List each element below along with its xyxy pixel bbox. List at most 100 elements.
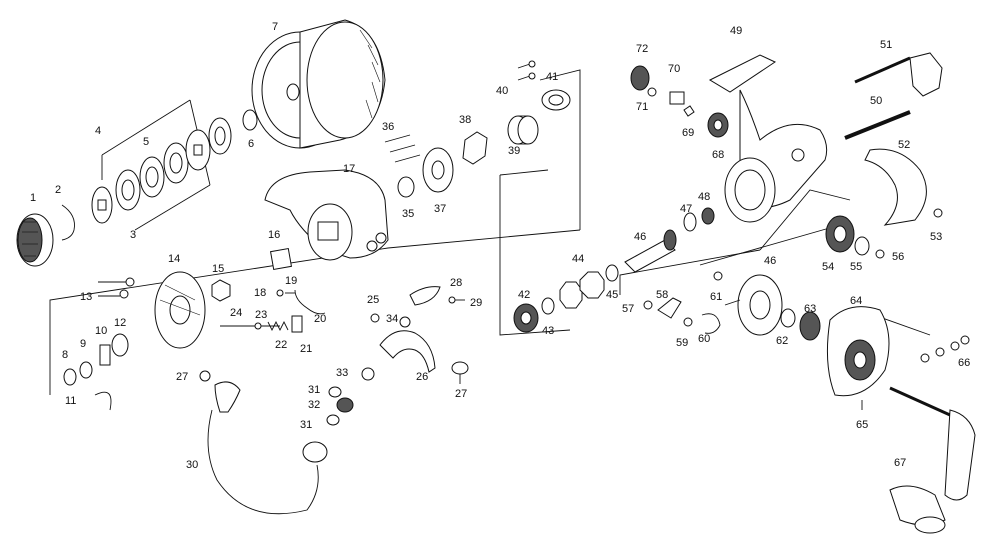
part-label-8: 8 bbox=[62, 349, 68, 361]
part-label-50: 50 bbox=[870, 95, 882, 107]
part-label-20: 20 bbox=[314, 313, 326, 325]
part-label-36: 36 bbox=[382, 121, 394, 133]
reel-body-part bbox=[708, 54, 828, 223]
part-label-39: 39 bbox=[508, 145, 520, 157]
part-label-48: 48 bbox=[698, 191, 710, 203]
part-label-22: 22 bbox=[275, 339, 287, 351]
part-label-71: 71 bbox=[636, 101, 648, 113]
side-cover-part bbox=[826, 306, 890, 397]
part-labels: 1 2 3 4 5 6 7 8 9 10 11 12 13 14 15 16 1… bbox=[30, 21, 970, 471]
part-label-25: 25 bbox=[367, 294, 379, 306]
part-label-55: 55 bbox=[850, 261, 862, 273]
part-label-27a: 27 bbox=[176, 371, 188, 383]
small-parts-left bbox=[63, 277, 135, 411]
part-label-52: 52 bbox=[898, 139, 910, 151]
part-label-9: 9 bbox=[80, 338, 86, 350]
part-label-43: 43 bbox=[542, 325, 554, 337]
handle-part bbox=[889, 386, 976, 534]
small-parts-right bbox=[643, 271, 723, 334]
part-label-33: 33 bbox=[336, 367, 348, 379]
part-label-56: 56 bbox=[892, 251, 904, 263]
part-label-54: 54 bbox=[822, 261, 834, 273]
part-label-17: 17 bbox=[343, 163, 355, 175]
part-label-46a: 46 bbox=[634, 231, 646, 243]
part-label-4: 4 bbox=[95, 125, 101, 137]
part-label-35: 35 bbox=[402, 208, 414, 220]
part-label-19: 19 bbox=[285, 275, 297, 287]
bearing-47 bbox=[683, 212, 697, 232]
part-label-5: 5 bbox=[143, 136, 149, 148]
screws-66 bbox=[920, 335, 970, 363]
part-label-37: 37 bbox=[434, 203, 446, 215]
part-label-26: 26 bbox=[416, 371, 428, 383]
part-label-64: 64 bbox=[850, 295, 862, 307]
part-label-31b: 31 bbox=[300, 419, 312, 431]
square-part-16 bbox=[269, 247, 293, 271]
part-label-18: 18 bbox=[254, 287, 266, 299]
shaft-parts bbox=[844, 52, 943, 140]
drag-knob-part bbox=[16, 213, 54, 267]
plate-part-14 bbox=[154, 271, 206, 349]
part-label-58: 58 bbox=[656, 289, 668, 301]
part-label-46b: 46 bbox=[764, 255, 776, 267]
part-label-61: 61 bbox=[710, 291, 722, 303]
part-label-41: 41 bbox=[546, 71, 558, 83]
part-label-72: 72 bbox=[636, 43, 648, 55]
bearing-48 bbox=[701, 207, 715, 225]
part-label-57: 57 bbox=[622, 303, 634, 315]
part-label-45: 45 bbox=[606, 289, 618, 301]
part-label-60: 60 bbox=[698, 333, 710, 345]
part-label-67: 67 bbox=[894, 457, 906, 469]
part-label-16: 16 bbox=[268, 229, 280, 241]
part-label-70: 70 bbox=[668, 63, 680, 75]
part-label-68: 68 bbox=[712, 149, 724, 161]
part-label-42: 42 bbox=[518, 289, 530, 301]
part-label-28: 28 bbox=[450, 277, 462, 289]
part-label-13: 13 bbox=[80, 291, 92, 303]
washer-62 bbox=[780, 308, 796, 328]
part-label-24: 24 bbox=[230, 307, 242, 319]
top-right-small-parts bbox=[630, 65, 729, 138]
nut-part-15 bbox=[211, 279, 231, 302]
part-label-62: 62 bbox=[776, 335, 788, 347]
part-label-66: 66 bbox=[958, 357, 970, 369]
bracket-lines-right bbox=[619, 189, 931, 336]
rotor-housing-part bbox=[264, 169, 389, 261]
rotor-cover-part bbox=[864, 148, 927, 226]
part-label-2: 2 bbox=[55, 184, 61, 196]
part-label-1: 1 bbox=[30, 192, 36, 204]
part-label-34: 34 bbox=[386, 313, 398, 325]
part-label-12: 12 bbox=[114, 317, 126, 329]
part-label-49: 49 bbox=[730, 25, 742, 37]
bearing-63 bbox=[799, 311, 821, 341]
spool-part bbox=[251, 19, 386, 149]
pinion-gear-part bbox=[624, 229, 677, 273]
part-label-44: 44 bbox=[572, 253, 584, 265]
part-label-47: 47 bbox=[680, 203, 692, 215]
part-label-21: 21 bbox=[300, 343, 312, 355]
drag-washers bbox=[91, 117, 232, 224]
part-label-53: 53 bbox=[930, 231, 942, 243]
part-label-27b: 27 bbox=[455, 388, 467, 400]
part-label-40: 40 bbox=[496, 85, 508, 97]
part-label-38: 38 bbox=[459, 114, 471, 126]
part-label-32: 32 bbox=[308, 399, 320, 411]
part-label-51: 51 bbox=[880, 39, 892, 51]
part-label-63: 63 bbox=[804, 303, 816, 315]
pinion-parts bbox=[513, 264, 619, 333]
parts-40-41 bbox=[517, 60, 571, 111]
line-roller-parts bbox=[199, 370, 354, 515]
bail-arm-part bbox=[361, 316, 469, 384]
part-label-65: 65 bbox=[856, 419, 868, 431]
oscillating-gear-parts bbox=[825, 215, 885, 259]
part-label-29: 29 bbox=[470, 297, 482, 309]
part-label-15: 15 bbox=[212, 263, 224, 275]
part-label-23: 23 bbox=[255, 309, 267, 321]
washer-6 bbox=[242, 109, 258, 131]
part-label-7: 7 bbox=[272, 21, 278, 33]
part-label-10: 10 bbox=[95, 325, 107, 337]
part-label-11: 11 bbox=[65, 395, 76, 407]
main-drive-gear bbox=[724, 274, 783, 336]
top-center-parts bbox=[384, 115, 539, 198]
